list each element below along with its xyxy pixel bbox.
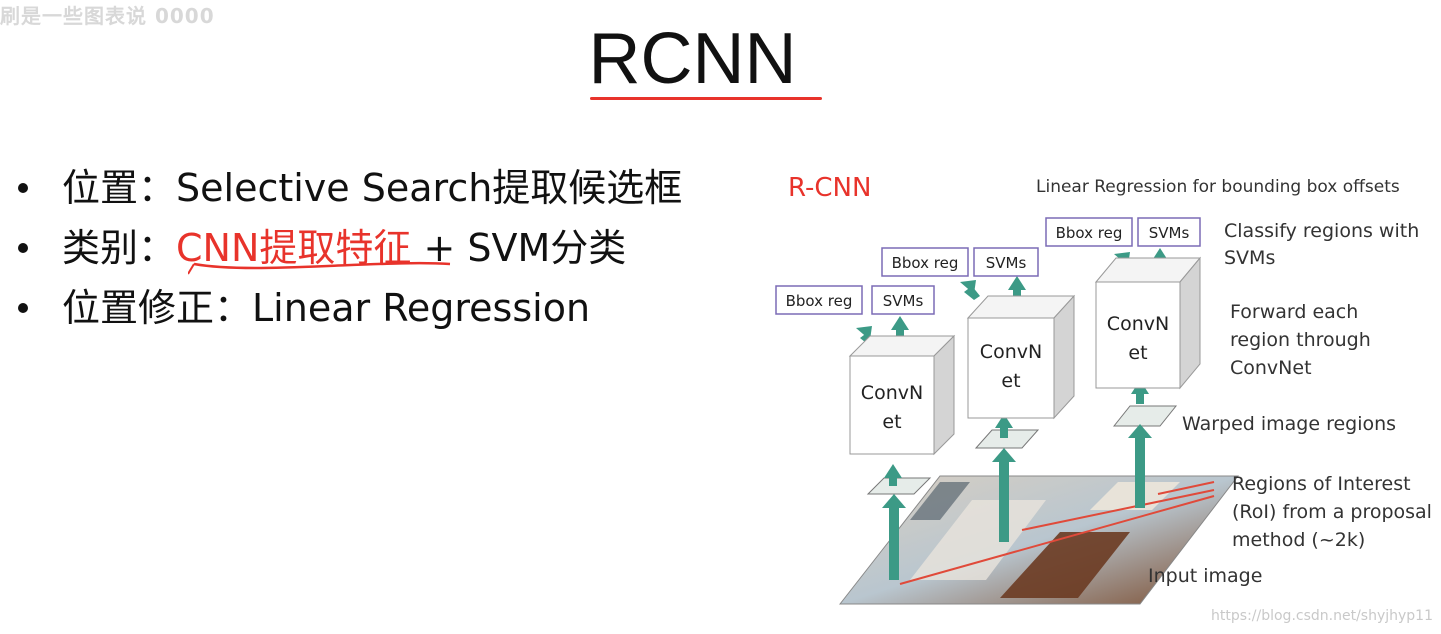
annotation-classify: Classify regions with xyxy=(1224,220,1419,242)
red-underline-squiggle xyxy=(188,261,451,275)
bullet-dot xyxy=(18,183,28,193)
slide-title-text: RCNN xyxy=(588,19,797,99)
convnet-label: et xyxy=(1128,342,1147,364)
bullet-list: 位置：Selective Search提取候选框 类别：CNN提取特征 + SV… xyxy=(18,158,682,338)
rcnn-diagram: R-CNN xyxy=(760,160,1441,630)
convnet-label: ConvN xyxy=(861,382,923,404)
csdn-watermark: https://blog.csdn.net/shyjhyp11 xyxy=(1211,608,1433,624)
bullet-dot xyxy=(18,303,28,313)
annotation-forward: ConvNet xyxy=(1230,357,1312,379)
convnet-label: ConvN xyxy=(1107,313,1169,335)
annotation-linear-regression: Linear Regression for bounding box offse… xyxy=(1036,177,1400,197)
warped-patch xyxy=(1112,405,1178,427)
annotation-roi: method (~2k) xyxy=(1232,529,1365,551)
bullet-dot xyxy=(18,243,28,253)
annotation-input: Input image xyxy=(1148,565,1262,587)
svms-label: SVMs xyxy=(986,254,1027,272)
bullet-text: Linear Regression xyxy=(252,286,591,330)
annotation-roi: (RoI) from a proposal xyxy=(1232,501,1432,523)
bbox-reg-label: Bbox reg xyxy=(1056,224,1123,242)
header-watermark-text: 刷是一些图表说 0000 xyxy=(0,4,215,26)
convnet-block-1: ConvN et xyxy=(848,334,956,456)
bullet-category: 类别：CNN提取特征 + SVM分类 xyxy=(18,218,682,278)
annotation-classify: SVMs xyxy=(1224,247,1275,269)
annotation-forward: region through xyxy=(1230,329,1371,351)
bullet-text: Selective Search提取候选框 xyxy=(176,166,683,210)
roi-arrows xyxy=(899,481,1215,585)
annotation-roi: Regions of Interest xyxy=(1232,473,1411,495)
bbox-reg-label: Bbox reg xyxy=(892,254,959,272)
bullet-label: 类别： xyxy=(62,226,177,270)
title-underline xyxy=(590,97,822,100)
bullet-highlight: CNN提取特征 xyxy=(176,226,412,270)
bullet-label: 位置： xyxy=(62,166,177,210)
annotation-forward: Forward each xyxy=(1230,301,1358,323)
output-boxes: Bbox reg SVMs Bbox reg SVMs Bbox reg SVM… xyxy=(775,217,1201,315)
convnet-label: et xyxy=(882,411,901,433)
convnet-block-3: ConvN et xyxy=(1094,256,1202,390)
annotation-warped: Warped image regions xyxy=(1182,413,1396,435)
diagram-annotations: Linear Regression for bounding box offse… xyxy=(1036,177,1432,587)
bullet-label: 位置修正： xyxy=(62,286,253,330)
bullet-text: + SVM分类 xyxy=(411,226,627,270)
svms-label: SVMs xyxy=(1149,224,1190,242)
svms-label: SVMs xyxy=(883,292,924,310)
warped-patch xyxy=(866,477,932,495)
warped-patch xyxy=(974,429,1040,449)
bullet-correction: 位置修正：Linear Regression xyxy=(18,278,682,338)
convnet-label: ConvN xyxy=(980,341,1042,363)
diagram-title: R-CNN xyxy=(788,173,871,203)
convnet-label: et xyxy=(1001,370,1020,392)
slide-title: RCNN xyxy=(0,18,1441,100)
bbox-reg-label: Bbox reg xyxy=(786,292,853,310)
bullet-position: 位置：Selective Search提取候选框 xyxy=(18,158,682,218)
convnet-block-2: ConvN et xyxy=(966,294,1076,420)
